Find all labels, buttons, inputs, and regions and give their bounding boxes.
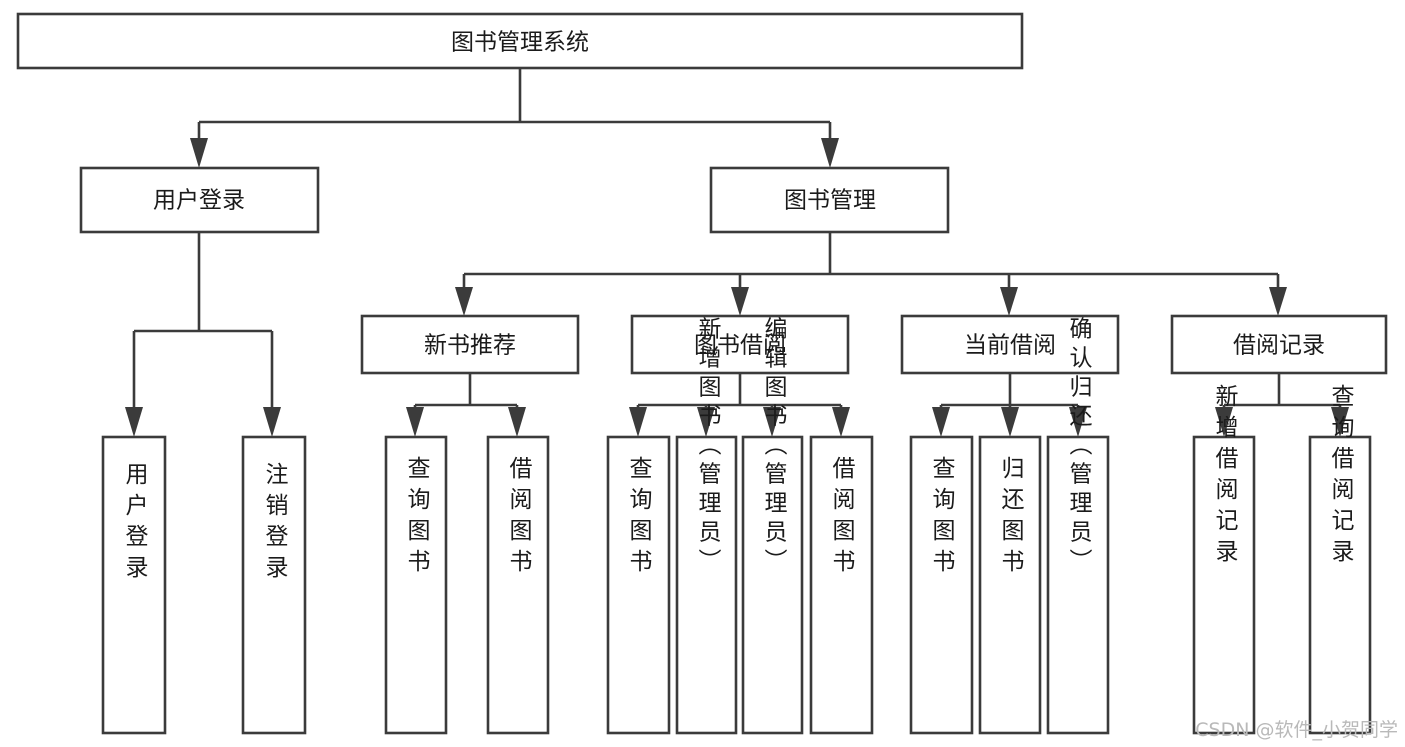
arrow-bookborrow-l1 [629,407,647,437]
arrow-borrowrecord-l1 [1215,407,1233,437]
leaf-currentborrow-return-box [978,435,1042,735]
leaf-newbook-borrow-box [486,435,550,735]
watermark-label: CSDN @软件_小贺同学 [1195,719,1398,741]
leaf-bookborrow-borrow-label: 借阅图书 [828,456,856,580]
leaf-bookborrow-borrow[interactable]: 借阅图书 [809,435,874,735]
leaf-currentborrow-return-label: 归还图书 [997,456,1025,580]
leaf-bookborrow-add-label: 新增图书（管理员） [694,317,722,578]
arrow-login-leaf-2 [263,407,281,437]
arrow-bookborrow-l3 [763,407,781,437]
leaf-newbook-query-label: 查询图书 [403,456,431,580]
new-book-recommend-box [360,314,580,375]
leaf-currentborrow-confirm-label: 确认归还（管理员） [1065,317,1093,578]
leaf-currentborrow-query-box [909,435,974,735]
arrow-borrowrecord-l2 [1331,407,1349,437]
leaf-user-login[interactable]: 用户登录 [101,435,167,735]
leaf-newbook-query-box [384,435,448,735]
book-borrow-label: 图书借阅 [694,333,786,359]
leaf-currentborrow-query[interactable]: 查询图书 [909,435,974,735]
node-book-management[interactable]: 图书管理 [709,166,950,234]
borrow-record-label: 借阅记录 [1233,333,1325,359]
arrow-root-to-manage [821,138,839,168]
root-box [16,12,1024,70]
arrow-manage-c2 [731,287,749,316]
leaf-bookborrow-query[interactable]: 查询图书 [606,435,671,735]
book-borrow-box [630,314,850,375]
leaf-bookborrow-edit[interactable]: 编辑图书（管理员） [741,317,804,735]
node-book-borrow[interactable]: 图书借阅 [630,314,850,375]
leaf-logout[interactable]: 注销登录 [241,435,307,735]
leaf-logout-label: 注销登录 [261,462,289,586]
leaf-borrowrecord-query[interactable]: 查询借阅记录 [1308,384,1372,735]
leaf-user-login-box [101,435,167,735]
new-book-recommend-label: 新书推荐 [424,333,516,359]
arrow-currentborrow-l2 [1001,407,1019,437]
leaf-currentborrow-return[interactable]: 归还图书 [978,435,1042,735]
leaf-borrowrecord-query-box [1308,435,1372,735]
arrow-currentborrow-l1 [932,407,950,437]
leaf-newbook-borrow[interactable]: 借阅图书 [486,435,550,735]
borrow-record-box [1170,314,1388,375]
arrow-root-to-login [190,138,208,168]
node-new-book-recommend[interactable]: 新书推荐 [360,314,580,375]
leaf-bookborrow-edit-box [741,435,804,735]
leaf-borrowrecord-add[interactable]: 新增借阅记录 [1192,384,1256,735]
arrow-newbook-l1 [406,407,424,437]
arrow-bookborrow-l2 [697,407,715,437]
current-borrow-box [900,314,1120,375]
arrow-login-leaf-1 [125,407,143,437]
leaf-bookborrow-query-box [606,435,671,735]
leaf-user-login-label: 用户登录 [121,462,149,586]
leaf-currentborrow-query-label: 查询图书 [928,456,956,580]
leaf-borrowrecord-query-label: 查询借阅记录 [1327,384,1355,570]
leaf-bookborrow-add-box [675,435,738,735]
leaf-borrowrecord-add-box [1192,435,1256,735]
leaf-bookborrow-edit-label: 编辑图书（管理员） [760,317,788,578]
leaf-newbook-query[interactable]: 查询图书 [384,435,448,735]
leaf-bookborrow-add[interactable]: 新增图书（管理员） [675,317,738,735]
node-current-borrow[interactable]: 当前借阅 [900,314,1120,375]
arrow-newbook-l2 [508,407,526,437]
leaf-logout-box [241,435,307,735]
arrow-manage-c4 [1269,287,1287,316]
book-management-box [709,166,950,234]
node-borrow-record[interactable]: 借阅记录 [1170,314,1388,375]
root-label: 图书管理系统 [451,30,589,56]
current-borrow-label: 当前借阅 [964,333,1056,359]
user-login-label: 用户登录 [153,188,245,214]
node-user-login[interactable]: 用户登录 [79,166,320,234]
leaf-newbook-borrow-label: 借阅图书 [505,456,533,580]
leaf-currentborrow-confirm[interactable]: 确认归还（管理员） [1046,317,1110,735]
leaf-bookborrow-query-label: 查询图书 [625,456,653,580]
arrow-manage-c3 [1000,287,1018,316]
leaf-bookborrow-borrow-box [809,435,874,735]
leaf-borrowrecord-add-label: 新增借阅记录 [1211,384,1239,570]
arrow-manage-c1 [455,287,473,316]
leaf-currentborrow-confirm-box [1046,435,1110,735]
node-root[interactable]: 图书管理系统 [16,12,1024,70]
arrow-currentborrow-l3 [1069,407,1087,437]
book-management-label: 图书管理 [784,188,876,214]
arrow-bookborrow-l4 [832,407,850,437]
